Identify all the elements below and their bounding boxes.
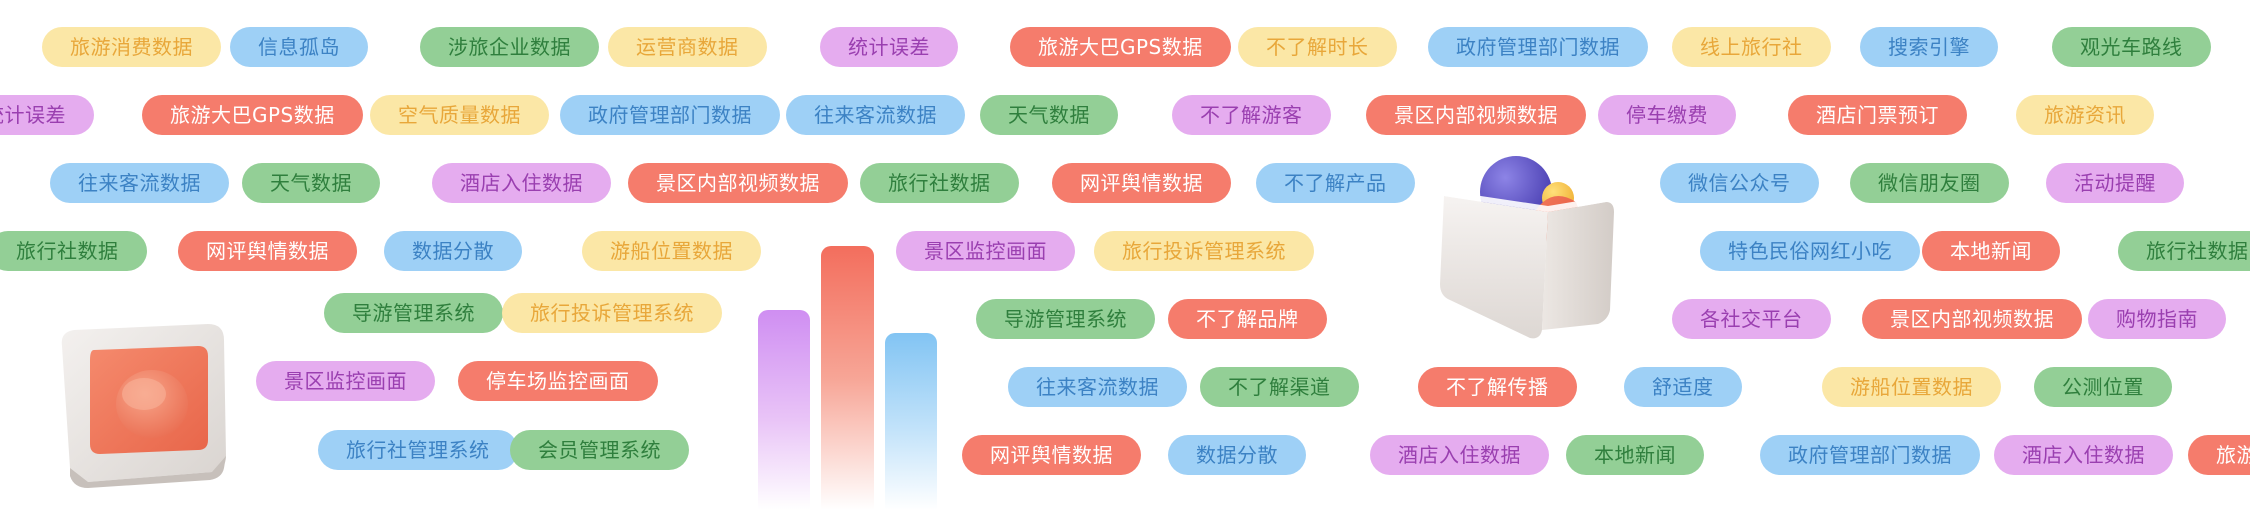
tag-pill: 导游管理系统 xyxy=(324,293,503,333)
tag-pill: 游船位置数据 xyxy=(1822,367,2001,407)
tag-pill: 往来客流数据 xyxy=(1008,367,1187,407)
tag-pill: 信息孤岛 xyxy=(230,27,368,67)
tag-pill: 酒店入住数据 xyxy=(432,163,611,203)
tag-pill: 天气数据 xyxy=(980,95,1118,135)
tag-pill: 不了解传播 xyxy=(1418,367,1577,407)
tag-pill: 景区监控画面 xyxy=(256,361,435,401)
tag-pill: 数据分散 xyxy=(384,231,522,271)
tag-pill: 景区内部视频数据 xyxy=(628,163,848,203)
tag-pill: 微信公众号 xyxy=(1660,163,1819,203)
tag-pill: 旅游大巴GPS数据 xyxy=(142,95,363,135)
tag-pill: 停车缴费 xyxy=(1598,95,1736,135)
tag-pill: 旅游消费数据 xyxy=(42,27,221,67)
tag-pill: 天气数据 xyxy=(242,163,380,203)
tag-pill: 公测位置 xyxy=(2034,367,2172,407)
tag-pill: 游船位置数据 xyxy=(582,231,761,271)
tag-pill: 统计误差 xyxy=(820,27,958,67)
tag-pill: 本地新闻 xyxy=(1922,231,2060,271)
tag-pill: 本地新闻 xyxy=(1566,435,1704,475)
tag-pill: 不了解产品 xyxy=(1256,163,1415,203)
tag-pill: 空气质量数据 xyxy=(370,95,549,135)
bar-chart-icon-bar-blue xyxy=(885,333,937,510)
tag-pill: 观光车路线 xyxy=(2052,27,2211,67)
tag-pill: 不了解品牌 xyxy=(1168,299,1327,339)
tag-pill: 网评舆情数据 xyxy=(178,231,357,271)
tag-pill: 数据分散 xyxy=(1168,435,1306,475)
tag-pill: 旅游 xyxy=(2188,435,2250,475)
tag-pill: 酒店门票预订 xyxy=(1788,95,1967,135)
tag-pill: 停车场监控画面 xyxy=(458,361,658,401)
tag-pill: 舒适度 xyxy=(1624,367,1742,407)
tag-pill: 旅行社数据 xyxy=(2118,231,2250,271)
tag-pill: 往来客流数据 xyxy=(50,163,229,203)
tag-pill: 旅行投诉管理系统 xyxy=(1094,231,1314,271)
tag-pill: 线上旅行社 xyxy=(1672,27,1831,67)
tag-pill: 会员管理系统 xyxy=(510,430,689,470)
tag-pill: 不了解渠道 xyxy=(1200,367,1359,407)
tag-pill: 导游管理系统 xyxy=(976,299,1155,339)
bar-chart-icon-bar-purple xyxy=(758,310,810,510)
tag-pill: 景区监控画面 xyxy=(896,231,1075,271)
tag-pill: 统计误差 xyxy=(0,95,94,135)
tag-pill: 旅行社数据 xyxy=(0,231,147,271)
ball-box-icon xyxy=(1440,156,1614,339)
tag-pill: 特色民俗网红小吃 xyxy=(1700,231,1920,271)
tag-pill: 微信朋友圈 xyxy=(1850,163,2009,203)
tag-pill: 活动提醒 xyxy=(2046,163,2184,203)
tag-pill: 酒店入住数据 xyxy=(1370,435,1549,475)
tag-pill: 不了解时长 xyxy=(1238,27,1397,67)
bar-chart-icon-bar-red xyxy=(821,246,874,510)
tag-pill: 各社交平台 xyxy=(1672,299,1831,339)
tag-pill: 旅行社管理系统 xyxy=(318,430,518,470)
push-button-icon xyxy=(61,324,226,488)
tag-pill: 政府管理部门数据 xyxy=(1428,27,1648,67)
tag-pill: 景区内部视频数据 xyxy=(1862,299,2082,339)
tag-pill: 涉旅企业数据 xyxy=(420,27,599,67)
tag-pill: 政府管理部门数据 xyxy=(560,95,780,135)
tag-pill: 旅游资讯 xyxy=(2016,95,2154,135)
tag-pill: 旅游大巴GPS数据 xyxy=(1010,27,1231,67)
tag-pill: 搜索引擎 xyxy=(1860,27,1998,67)
tag-pill: 往来客流数据 xyxy=(786,95,965,135)
tag-pill: 网评舆情数据 xyxy=(962,435,1141,475)
tag-pill: 运营商数据 xyxy=(608,27,767,67)
tag-pill: 旅行投诉管理系统 xyxy=(502,293,722,333)
tag-pill: 旅行社数据 xyxy=(860,163,1019,203)
tag-pill: 购物指南 xyxy=(2088,299,2226,339)
tag-pill: 景区内部视频数据 xyxy=(1366,95,1586,135)
tag-pill: 政府管理部门数据 xyxy=(1760,435,1980,475)
tag-pill: 酒店入住数据 xyxy=(1994,435,2173,475)
tag-pill: 不了解游客 xyxy=(1172,95,1331,135)
tag-pill: 网评舆情数据 xyxy=(1052,163,1231,203)
